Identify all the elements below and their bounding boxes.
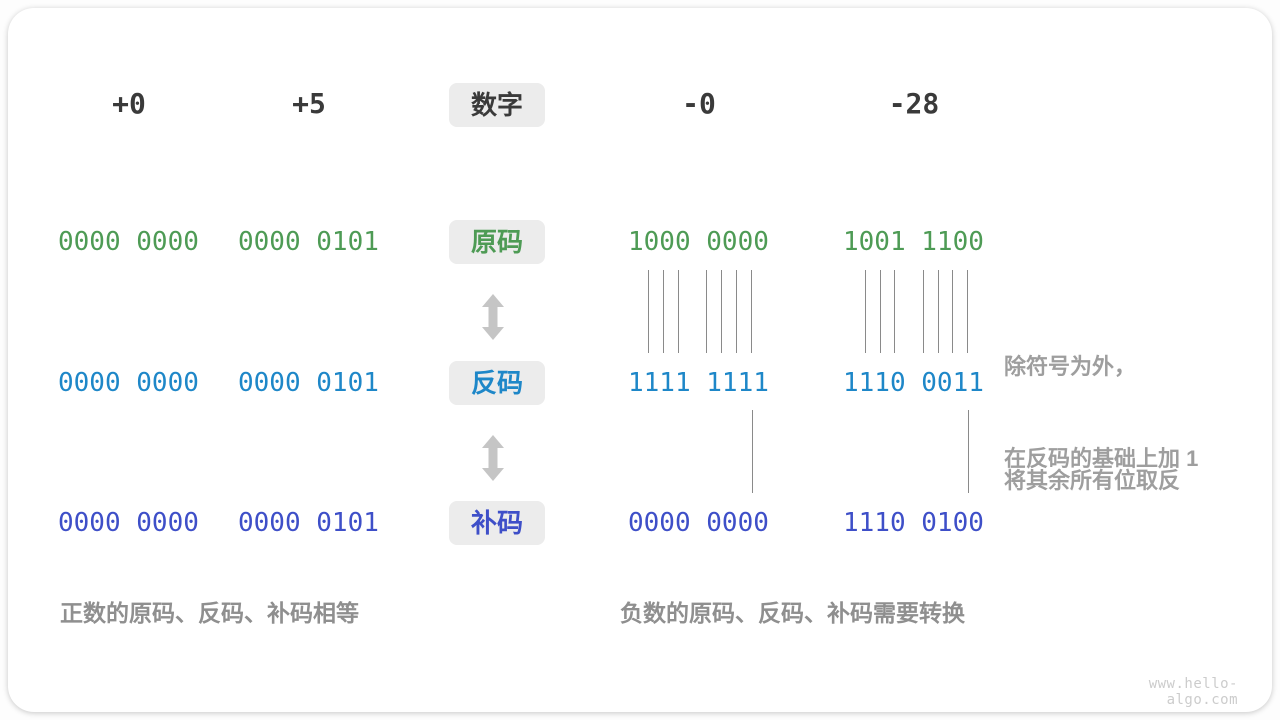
up-down-arrow-icon	[482, 435, 504, 481]
invert-bits-note-line2: 将其余所有位取反	[1004, 468, 1181, 493]
bit-link-line	[678, 270, 679, 353]
bit-link-line	[938, 270, 939, 353]
bit-link-line	[880, 270, 881, 353]
watermark: www.hello-algo.com	[1148, 676, 1238, 708]
bit-link-line	[923, 270, 924, 353]
twos-complement-minus28: 1110 0100	[843, 508, 984, 538]
invert-bits-note-line1: 除符号为外，	[1004, 354, 1137, 379]
negative-numbers-caption: 负数的原码、反码、补码需要转换	[620, 600, 965, 626]
header-label-box: 数字	[449, 83, 545, 127]
ones-complement-minus0: 1111 1111	[628, 368, 769, 398]
bit-link-line	[952, 270, 953, 353]
sign-magnitude-plus5: 0000 0101	[238, 227, 379, 257]
bit-link-line	[894, 270, 895, 353]
add-one-note: 在反码的基础上加 1	[1004, 446, 1199, 471]
bit-link-line	[865, 270, 866, 353]
bit-link-line	[751, 270, 752, 353]
sign-magnitude-minus28: 1001 1100	[843, 227, 984, 257]
sign-magnitude-label-box: 原码	[449, 220, 545, 264]
bit-link-line	[663, 270, 664, 353]
header-value-minus0: -0	[682, 87, 716, 120]
header-value-minus28: -28	[888, 87, 940, 120]
sign-magnitude-minus0: 1000 0000	[628, 227, 769, 257]
header-value-plus5: +5	[292, 87, 326, 120]
positive-numbers-caption: 正数的原码、反码、补码相等	[60, 600, 359, 626]
bit-link-line	[752, 410, 753, 493]
bit-link-line	[706, 270, 707, 353]
ones-complement-plus5: 0000 0101	[238, 368, 379, 398]
twos-complement-plus5: 0000 0101	[238, 508, 379, 538]
bit-link-line	[736, 270, 737, 353]
sign-magnitude-plus0: 0000 0000	[58, 227, 199, 257]
ones-complement-label-box: 反码	[449, 361, 545, 405]
ones-complement-minus28: 1110 0011	[843, 368, 984, 398]
ones-complement-plus0: 0000 0000	[58, 368, 199, 398]
up-down-arrow-icon	[482, 294, 504, 340]
invert-bits-note: 除符号为外， 将其余所有位取反	[1004, 272, 1180, 576]
bit-link-line	[648, 270, 649, 353]
bit-link-line	[721, 270, 722, 353]
twos-complement-label-box: 补码	[449, 501, 545, 545]
twos-complement-minus0: 0000 0000	[628, 508, 769, 538]
bit-link-line	[968, 410, 969, 493]
twos-complement-plus0: 0000 0000	[58, 508, 199, 538]
diagram-card	[8, 8, 1272, 712]
header-value-plus0: +0	[112, 87, 146, 120]
bit-link-line	[967, 270, 968, 353]
